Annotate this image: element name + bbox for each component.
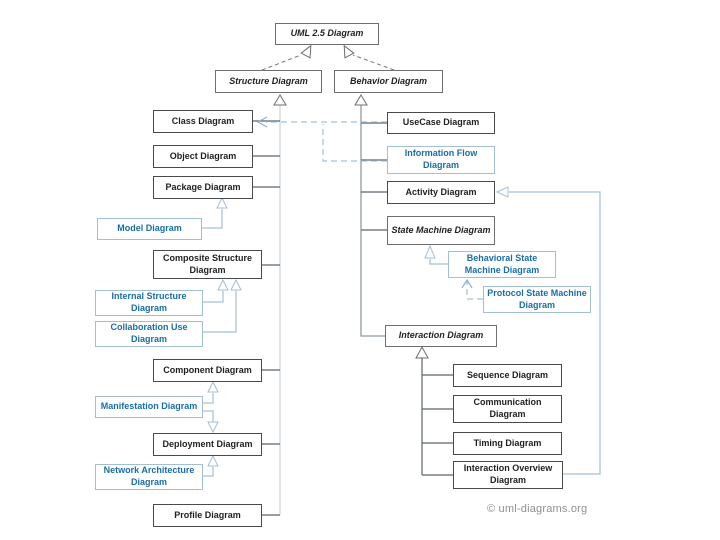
blue-connectors [202,191,601,477]
edge-behavior-to-uml [352,54,395,71]
blue-dependency-lines [266,121,483,300]
node-manifestation-diagram[interactable]: Manifestation Diagram [95,396,203,418]
node-uml-25-diagram[interactable]: UML 2.5 Diagram [275,23,379,45]
node-protocol-state-machine-diagram[interactable]: Protocol State Machine Diagram [483,286,591,313]
interaction-branch-stubs [421,358,453,476]
node-timing-diagram[interactable]: Timing Diagram [453,432,562,455]
node-interaction-diagram[interactable]: Interaction Diagram [385,325,497,347]
node-communication-diagram[interactable]: Communication Diagram [453,395,562,423]
node-class-diagram[interactable]: Class Diagram [153,110,253,133]
behavior-spine [360,105,385,337]
node-state-machine-diagram[interactable]: State Machine Diagram [387,216,495,245]
node-structure-diagram[interactable]: Structure Diagram [215,70,322,93]
watermark-uml-diagrams-org: © uml-diagrams.org [487,503,588,515]
dependency-arrowheads [256,116,473,289]
node-usecase-diagram[interactable]: UseCase Diagram [387,112,495,134]
node-component-diagram[interactable]: Component Diagram [153,359,262,382]
node-activity-diagram[interactable]: Activity Diagram [387,181,495,204]
node-composite-structure-diagram[interactable]: Composite Structure Diagram [153,250,262,279]
node-information-flow-diagram[interactable]: Information Flow Diagram [387,146,495,174]
node-profile-diagram[interactable]: Profile Diagram [153,504,262,527]
edge-structure-to-uml [261,54,302,71]
structure-branch-stubs [253,120,280,516]
generalization-triangles-gray [273,94,429,359]
node-deployment-diagram[interactable]: Deployment Diagram [153,433,262,456]
behavior-branch-stubs [361,122,387,231]
root-generalization-arrowheads [300,44,355,59]
generalization-triangles-blue [207,186,509,467]
node-collaboration-use-diagram[interactable]: Collaboration Use Diagram [95,321,203,347]
node-internal-structure-diagram[interactable]: Internal Structure Diagram [95,290,203,316]
node-package-diagram[interactable]: Package Diagram [153,176,253,199]
node-model-diagram[interactable]: Model Diagram [97,218,202,240]
node-behavioral-state-machine-diagram[interactable]: Behavioral State Machine Diagram [448,251,556,278]
node-object-diagram[interactable]: Object Diagram [153,145,253,168]
node-network-architecture-diagram[interactable]: Network Architecture Diagram [95,464,203,490]
node-sequence-diagram[interactable]: Sequence Diagram [453,364,562,387]
node-interaction-overview-diagram[interactable]: Interaction Overview Diagram [453,461,563,489]
node-behavior-diagram[interactable]: Behavior Diagram [334,70,443,93]
